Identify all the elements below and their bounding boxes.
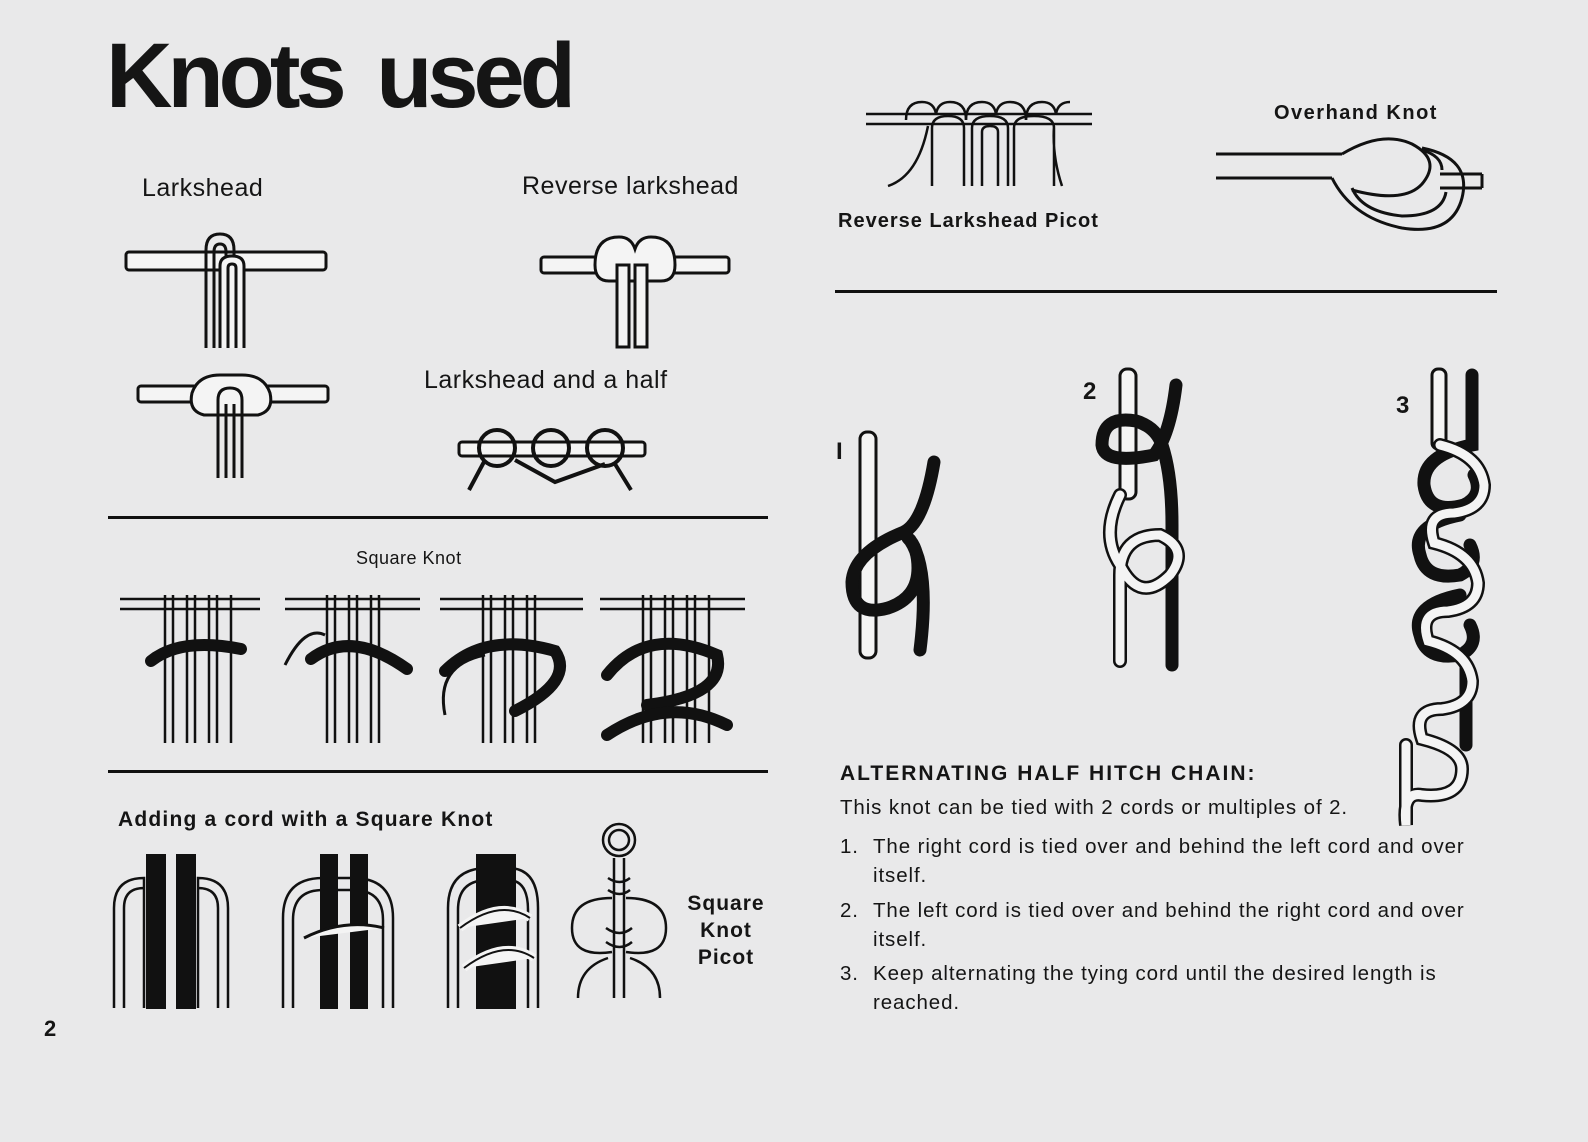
- larkshead-and-a-half-diagram-icon: [455, 420, 655, 500]
- square-knot-picot-label: Square Knot Picot: [684, 890, 768, 971]
- divider: [108, 770, 768, 773]
- larkshead-label: Larkshead: [142, 174, 263, 203]
- picot-label-line: Picot: [684, 944, 768, 971]
- step-number: 2.: [840, 896, 859, 925]
- ahh-intro: This knot can be tied with 2 cords or mu…: [840, 796, 1348, 820]
- divider: [835, 290, 1497, 293]
- larkshead-and-a-half-label: Larkshead and a half: [424, 366, 668, 395]
- picot-label-line: Square: [684, 890, 768, 917]
- page-number: 2: [44, 1016, 56, 1042]
- divider: [108, 516, 768, 519]
- step-number: 3.: [840, 959, 859, 988]
- larkshead-back-diagram-icon: [132, 370, 332, 485]
- overhand-knot-label: Overhand Knot: [1274, 102, 1438, 125]
- adding-cord-diagram-icon: [108, 848, 548, 1013]
- ahh-heading: ALTERNATING HALF HITCH CHAIN:: [840, 762, 1257, 786]
- half-hitch-step-3-icon: [1410, 365, 1510, 755]
- step-text: The right cord is tied over and behind t…: [873, 832, 1523, 890]
- step-number: 1.: [840, 832, 859, 861]
- step-marker: 3: [1396, 392, 1409, 420]
- picot-label-line: Knot: [684, 917, 768, 944]
- step-text: Keep alternating the tying cord until th…: [873, 959, 1523, 1017]
- half-hitch-step-1-icon: [840, 430, 950, 660]
- half-hitch-step-2-icon: [1090, 365, 1210, 675]
- reverse-larkshead-picot-label: Reverse Larkshead Picot: [838, 210, 1099, 233]
- square-knot-picot-diagram-icon: [564, 818, 664, 1003]
- adding-cord-label: Adding a cord with a Square Knot: [118, 808, 494, 832]
- reverse-larkshead-label: Reverse larkshead: [522, 172, 739, 201]
- overhand-knot-diagram-icon: [1212, 128, 1492, 243]
- step-text: The left cord is tied over and behind th…: [873, 896, 1523, 954]
- square-knot-diagram-icon: [115, 575, 775, 750]
- larkshead-diagram-icon: [120, 230, 335, 355]
- reverse-larkshead-picot-diagram-icon: [862, 98, 1102, 193]
- reverse-larkshead-diagram-icon: [535, 235, 735, 355]
- page-title: Knots used: [106, 30, 571, 122]
- square-knot-label: Square Knot: [356, 548, 462, 569]
